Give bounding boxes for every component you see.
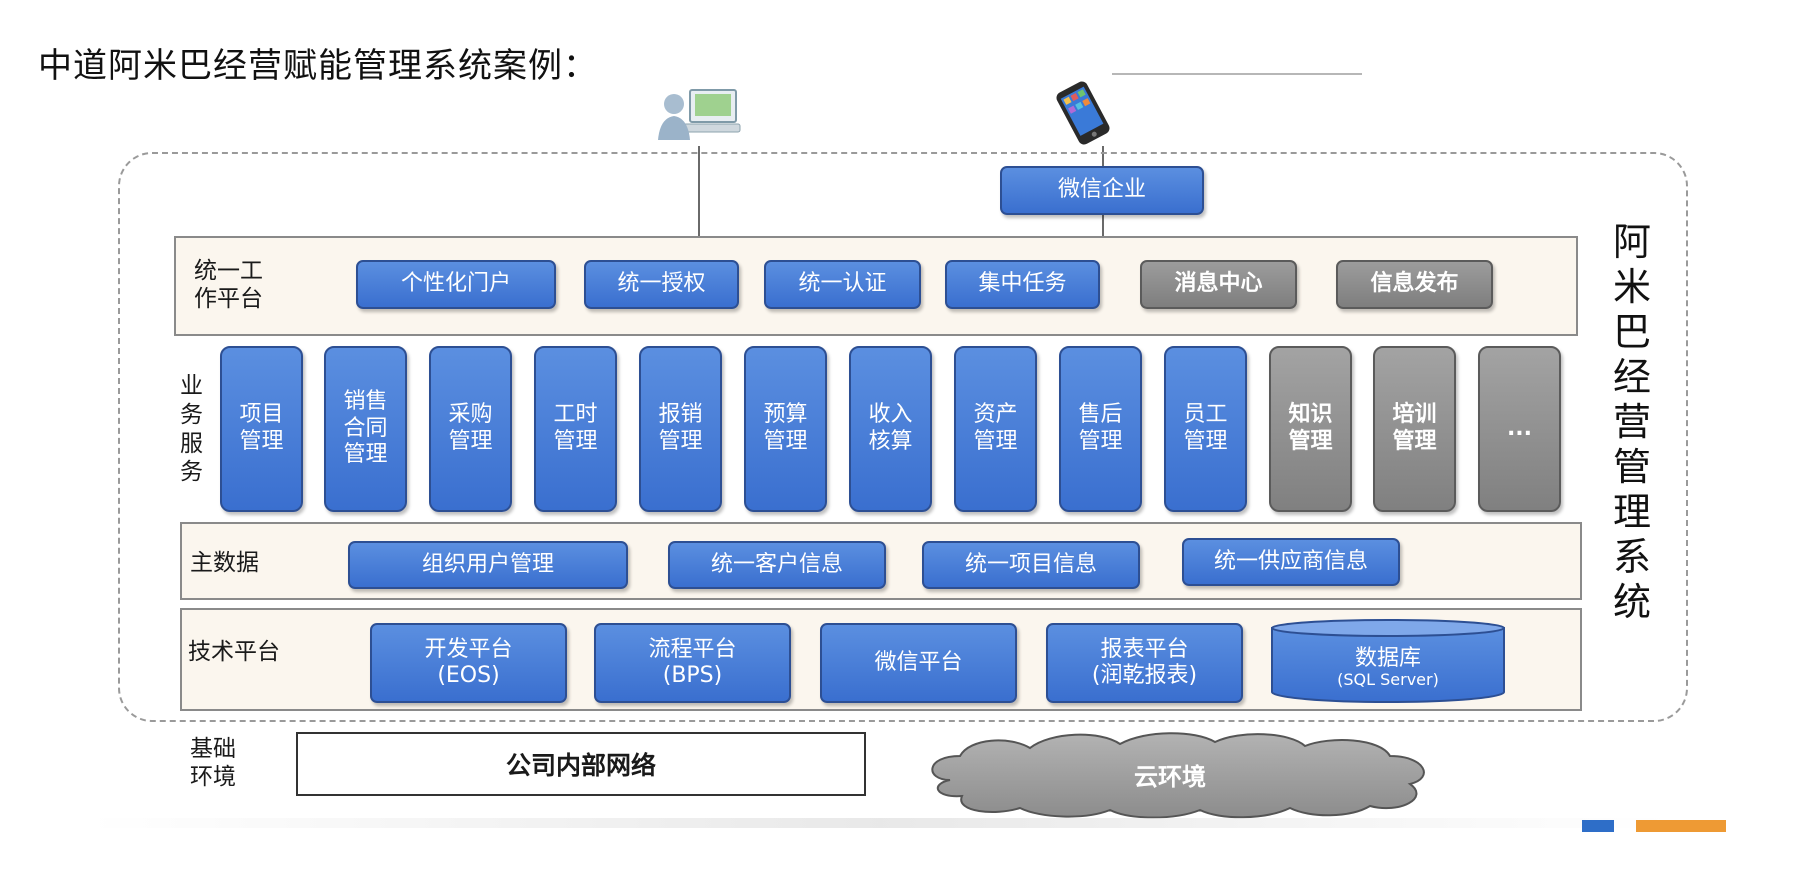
master-data-item: 组织用户管理: [348, 541, 628, 589]
internal-network-node: 公司内部网络: [296, 732, 866, 796]
vertical-title-char: 管: [1612, 445, 1651, 489]
platform-item: 信息发布: [1336, 260, 1493, 309]
business-item: ...: [1478, 346, 1561, 512]
master-data-item: 统一项目信息: [922, 541, 1140, 589]
business-item: 知识 管理: [1269, 346, 1352, 512]
business-item: 收入 核算: [849, 346, 932, 512]
tech-platform-item: 开发平台 (EOS): [370, 623, 567, 703]
vertical-title-char: 营: [1612, 400, 1651, 444]
database-cylinder-icon: [1271, 619, 1505, 703]
vertical-title-char: 理: [1612, 490, 1651, 534]
platform-layer-label: 统一工 作平台: [194, 258, 263, 312]
wechat-enterprise-node: 微信企业: [1000, 166, 1204, 215]
tech-platform-item: 报表平台 (润乾报表): [1046, 623, 1243, 703]
computer-user-icon: [652, 84, 742, 146]
business-item: 报销 管理: [639, 346, 722, 512]
business-item: 员工 管理: [1164, 346, 1247, 512]
smartphone-icon: [1052, 80, 1114, 146]
tech-platform-item: 微信平台: [820, 623, 1017, 703]
business-item: 资产 管理: [954, 346, 1037, 512]
business-item: 项目 管理: [220, 346, 303, 512]
database-node: 数据库 (SQL Server): [1270, 618, 1506, 704]
decorative-line: [1112, 73, 1362, 75]
system-boundary: [118, 152, 1688, 722]
platform-item: 统一授权: [584, 260, 739, 309]
tech-platform-item: 流程平台 (BPS): [594, 623, 791, 703]
business-item: 培训 管理: [1373, 346, 1456, 512]
vertical-title-char: 统: [1612, 580, 1651, 624]
system-vertical-title: 阿米巴经营管理系统: [1604, 220, 1660, 625]
connector-phone: [1102, 146, 1104, 168]
infra-layer-label: 基础 环境: [190, 736, 236, 790]
connector-wechat: [1102, 214, 1104, 236]
master-data-item: 统一客户信息: [668, 541, 886, 589]
vertical-title-char: 米: [1612, 265, 1651, 309]
cloud-environment-node: [920, 728, 1440, 820]
vertical-title-char: 系: [1612, 535, 1651, 579]
vertical-title-char: 经: [1612, 355, 1651, 399]
connector-desktop: [698, 146, 700, 236]
page-title: 中道阿米巴经营赋能管理系统案例：: [38, 46, 598, 86]
cloud-icon: [931, 732, 1425, 819]
platform-item: 统一认证: [764, 260, 921, 309]
master-data-item: 统一供应商信息: [1182, 538, 1400, 586]
master-data-layer-label: 主数据: [190, 550, 259, 576]
business-item: 售后 管理: [1059, 346, 1142, 512]
platform-item: 个性化门户: [356, 260, 556, 309]
database-label: 数据库: [1354, 646, 1421, 671]
business-layer-label: 业 务 服 务: [180, 373, 203, 486]
vertical-title-char: 阿: [1612, 220, 1651, 264]
platform-item: 集中任务: [945, 260, 1100, 309]
legend-mark-blue: [1582, 820, 1614, 832]
bottom-divider: [90, 818, 1670, 828]
tech-platform-layer-label: 技术平台: [188, 639, 280, 665]
platform-item: 消息中心: [1140, 260, 1297, 309]
business-item: 采购 管理: [429, 346, 512, 512]
vertical-title-char: 巴: [1612, 310, 1651, 354]
business-item: 工时 管理: [534, 346, 617, 512]
database-sub-label: (SQL Server): [1337, 670, 1439, 689]
business-item: 销售 合同 管理: [324, 346, 407, 512]
cloud-environment-label: 云环境: [1134, 763, 1206, 791]
legend-mark-orange: [1636, 820, 1726, 832]
business-item: 预算 管理: [744, 346, 827, 512]
